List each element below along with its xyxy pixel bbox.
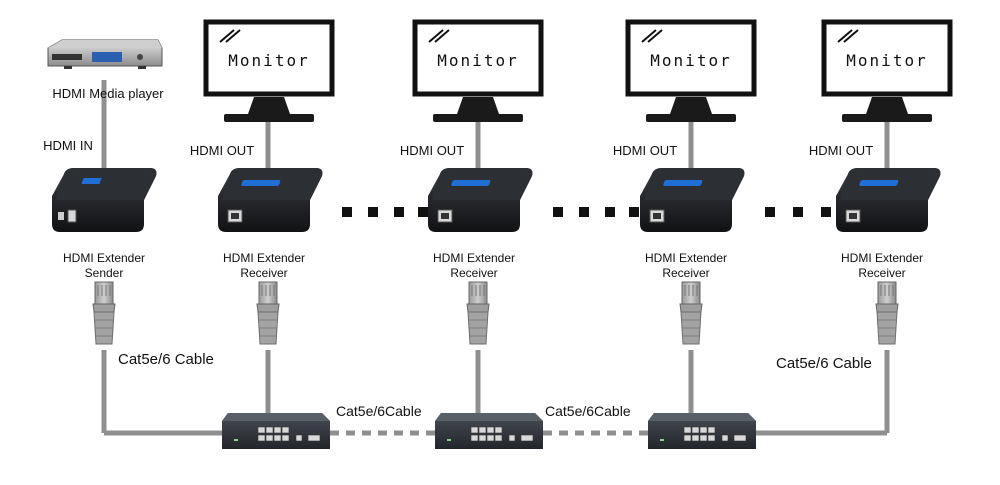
sender-label-line2: Sender <box>85 266 124 280</box>
continuation-dots <box>342 207 831 217</box>
receiver-2-label-line1: HDMI Extender <box>433 251 515 265</box>
sender-device <box>52 168 157 232</box>
monitor-3-text: Monitor <box>650 51 731 70</box>
receiver-4-label-line1: HDMI Extender <box>841 251 923 265</box>
monitor-2 <box>415 22 541 122</box>
receiver-4-rj45-plug <box>875 281 899 345</box>
monitor-1-text: Monitor <box>228 51 309 70</box>
network-switch-2 <box>434 412 544 450</box>
receiver-1 <box>217 167 323 233</box>
receiver-1-label-line1: HDMI Extender <box>223 251 305 265</box>
switch-link-2-label: Cat5e/6Cable <box>545 403 631 419</box>
hdmi-out-label-2: HDMI OUT <box>400 143 464 158</box>
network-switch-3 <box>647 412 757 450</box>
media-player-label: HDMI Media player <box>52 86 164 101</box>
receiver-3-label-line2: Receiver <box>662 266 709 280</box>
media-player-device <box>47 39 163 69</box>
receiver-2-rj45-plug <box>466 281 490 345</box>
monitor-2-text: Monitor <box>437 51 518 70</box>
network-switch-1 <box>221 412 331 450</box>
sender-cable-label: Cat5e/6 Cable <box>118 351 214 368</box>
hdmi-in-label: HDMI IN <box>43 138 93 153</box>
receiver-3-rj45-plug <box>679 281 703 345</box>
receiver-4 <box>835 167 941 233</box>
hdmi-out-label-4: HDMI OUT <box>809 143 873 158</box>
switch-link-1-label: Cat5e/6Cable <box>336 403 422 419</box>
receiver-2 <box>427 167 533 233</box>
receiver-4-label-line2: Receiver <box>858 266 905 280</box>
receiver-3-label-line1: HDMI Extender <box>645 251 727 265</box>
receiver-1-label-line2: Receiver <box>240 266 287 280</box>
sender-rj45-plug <box>92 281 116 345</box>
monitor-3 <box>628 22 754 122</box>
monitor-4 <box>824 22 950 122</box>
receiver-1-rj45-plug <box>256 281 280 345</box>
sender-label-line1: HDMI Extender <box>63 251 145 265</box>
monitor-1 <box>206 22 332 122</box>
hdmi-out-label-1: HDMI OUT <box>190 143 254 158</box>
hdmi-out-label-3: HDMI OUT <box>613 143 677 158</box>
monitor-4-text: Monitor <box>846 51 927 70</box>
receiver-2-label-line2: Receiver <box>450 266 497 280</box>
receiver-3 <box>639 167 745 233</box>
last-cable-label: Cat5e/6 Cable <box>776 355 872 372</box>
